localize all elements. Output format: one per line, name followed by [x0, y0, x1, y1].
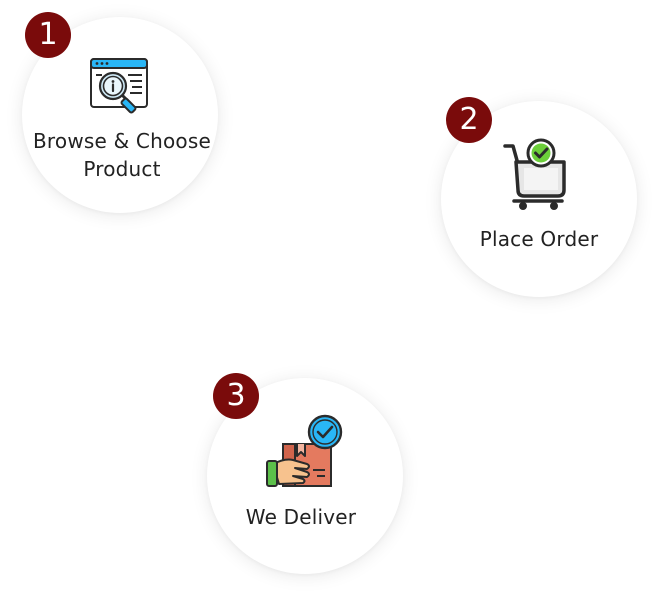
- delivery-box-check-icon: [266, 414, 343, 487]
- browser-magnifier-icon: [90, 58, 148, 114]
- step-1-label: Browse & Choose Product: [33, 129, 211, 181]
- step-3-label: We Deliver: [245, 505, 357, 529]
- step-1-badge: 1: [25, 12, 71, 58]
- shopping-cart-check-icon: [503, 138, 566, 210]
- step-3-badge: 3: [213, 373, 259, 419]
- step-2-label: Place Order: [479, 227, 599, 251]
- step-2-badge: 2: [446, 97, 492, 143]
